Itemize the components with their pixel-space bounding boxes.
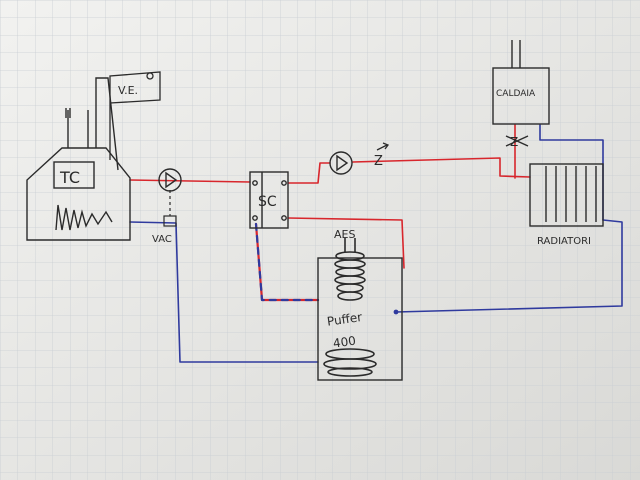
- puffer-label-line2: 400: [332, 334, 357, 351]
- z-valve-label: Z: [374, 154, 383, 169]
- coil-icon: [323, 238, 377, 377]
- hot-pipe-tc-to-sc: [129, 179, 251, 183]
- vac-valve: [163, 190, 177, 227]
- caldaia-label: CALDAIA: [496, 89, 536, 99]
- ve-flag: [109, 71, 161, 160]
- cold-pipe-tc-return: [129, 221, 319, 363]
- radiatori-radiator: [529, 163, 604, 227]
- zone-valve-icon: [376, 142, 390, 151]
- cold-pipe-radiatori-return: [395, 219, 623, 313]
- tc-stove: [26, 77, 131, 241]
- ve-label: V.E.: [118, 84, 138, 97]
- tc-label: TC: [59, 168, 80, 187]
- caldaia-boiler: [492, 40, 550, 147]
- aes-label: AES: [334, 228, 355, 241]
- pump-icon: [329, 151, 353, 175]
- puffer-label-line1: Puffer: [326, 310, 363, 329]
- sc-label: SC: [258, 194, 277, 210]
- z-label: Z: [510, 135, 518, 149]
- hot-pipe-sc-to-pump: [287, 162, 331, 184]
- vac-label: VAC: [152, 234, 172, 245]
- hot-pipe-sc-to-puffer: [287, 217, 405, 269]
- sc-exchanger: [249, 171, 289, 229]
- radiatori-label: RADIATORI: [537, 236, 591, 247]
